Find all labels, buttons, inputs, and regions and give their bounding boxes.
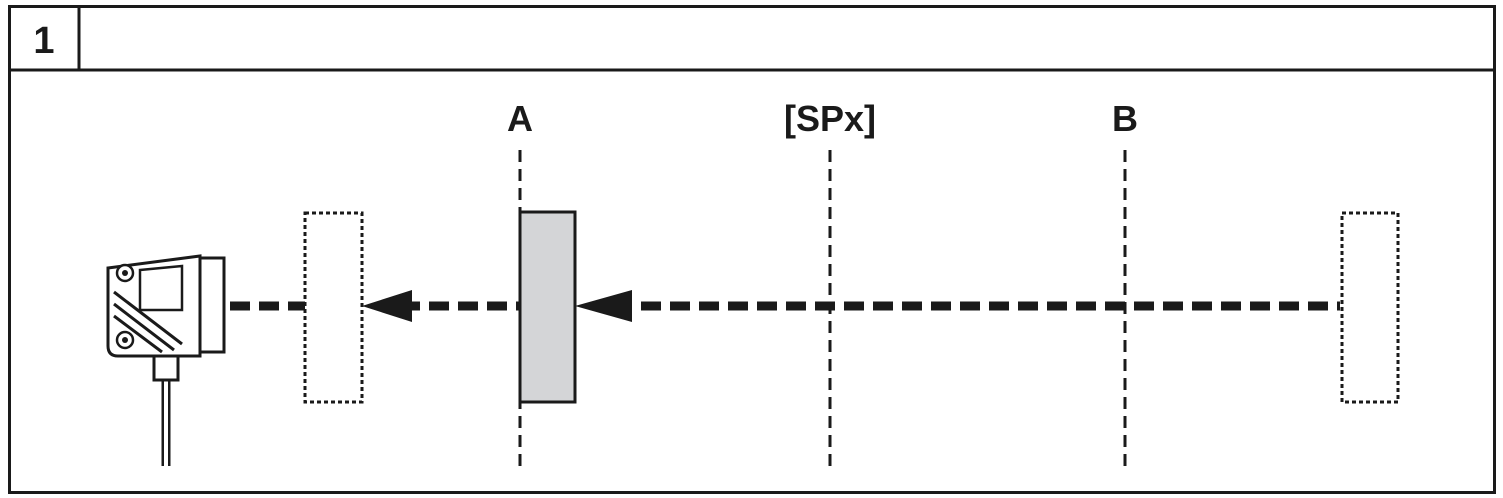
dotted-target-near: [303, 211, 364, 404]
marker-label-b: B: [1112, 98, 1138, 139]
target-object: [518, 210, 577, 404]
outer-frame: [8, 5, 1496, 494]
arrowhead-left-icon: [362, 290, 412, 322]
dotted-target-far: [1340, 211, 1400, 404]
sensor-device-icon: [106, 254, 226, 466]
figure-number: 1: [33, 20, 54, 62]
marker-label-a: A: [507, 98, 533, 139]
marker-label-spx: [SPx]: [784, 98, 876, 139]
arrowhead-right-icon: [575, 290, 632, 322]
